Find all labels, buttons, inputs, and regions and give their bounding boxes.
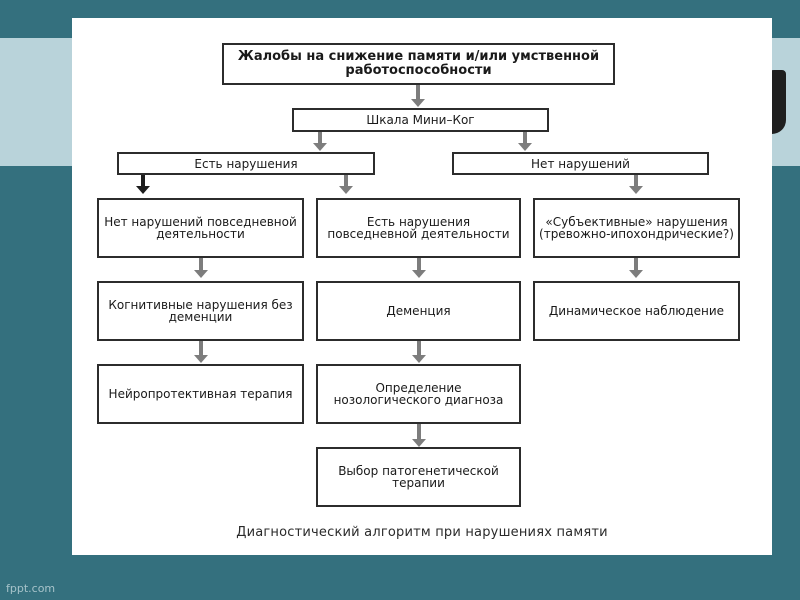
arrow-scale-to-left — [313, 132, 327, 151]
arrow-col1-r1-r2 — [194, 258, 208, 278]
arrow-col1-r2-r3 — [194, 341, 208, 363]
arrow-col2-r3-r4 — [412, 424, 426, 447]
col2-pathogenetic-therapy-box: Выбор патогенетической терапии — [316, 447, 521, 507]
col2-daily-impairment-box: Есть нарушения повседневной деятельности — [316, 198, 521, 258]
col2-dementia-box: Деменция — [316, 281, 521, 341]
col3-subjective-impairment-box: «Субъективные» нарушения (тревожно-ипохо… — [533, 198, 740, 258]
arrow-left-to-col1 — [136, 175, 150, 194]
diagram-caption: Диагностический алгоритм при нарушениях … — [236, 525, 608, 540]
arrow-top-to-scale — [411, 85, 425, 107]
arrow-scale-to-right — [518, 132, 532, 151]
col1-no-daily-impairment-box: Нет нарушений повседневной деятельности — [97, 198, 304, 258]
impairment-present-box: Есть нарушения — [117, 152, 375, 175]
col1-neuroprotective-box: Нейропротективная терапия — [97, 364, 304, 424]
arrow-left-to-col2 — [339, 175, 353, 194]
mini-cog-scale-box: Шкала Мини–Ког — [292, 108, 549, 132]
footer-site-label: fppt.com — [6, 582, 56, 595]
complaints-box: Жалобы на снижение памяти и/или умственн… — [222, 43, 615, 85]
arrow-col2-r2-r3 — [412, 341, 426, 363]
col2-nosological-diagnosis-box: Определение нозологического диагноза — [316, 364, 521, 424]
arrow-col2-r1-r2 — [412, 258, 426, 278]
no-impairment-box: Нет нарушений — [452, 152, 709, 175]
arrow-right-to-col3 — [629, 175, 643, 194]
arrow-col3-r1-r2 — [629, 258, 643, 278]
col3-dynamic-observation-box: Динамическое наблюдение — [533, 281, 740, 341]
col1-cognitive-no-dementia-box: Когнитивные нарушения без деменции — [97, 281, 304, 341]
